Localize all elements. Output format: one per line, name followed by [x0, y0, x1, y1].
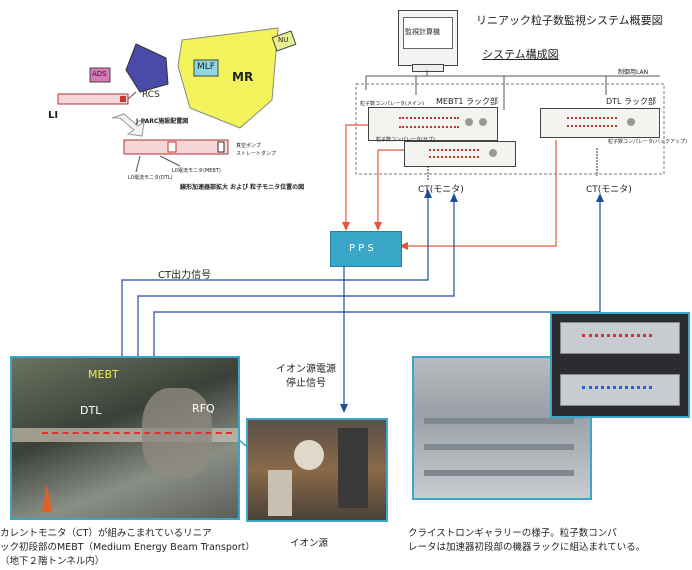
mr-label: MR	[232, 70, 254, 84]
page-title: リニアック粒子数監視システム概要図	[476, 14, 663, 27]
dtl-backup-label: 粒子数コンパレータ(バックアップ)	[608, 139, 687, 145]
mebt-sub-comparator	[404, 141, 516, 167]
detail-label-2: L0電流モニタ(MEBT)	[172, 168, 221, 174]
ct-line-1	[121, 192, 429, 368]
rcs-label: RCS	[142, 90, 160, 100]
mlf-box	[193, 59, 219, 77]
facility-map	[57, 27, 297, 173]
ion-stop-label-2: 停止信号	[286, 378, 326, 389]
nu-label: NU	[278, 36, 289, 44]
tunnel-caption-3: （地下２階トンネル内）	[0, 556, 105, 567]
pps-box: P P S	[330, 231, 402, 267]
mlf-label: MLF	[197, 62, 215, 72]
lan-label: 制御用LAN	[618, 69, 649, 76]
detail-caption: 線形加速器部拡大 および 粒子モニタ位置の図	[180, 184, 305, 191]
system-title: システム構成図	[482, 48, 559, 61]
mebt-main-label: 粒子数コンパレータ(メイン)	[360, 101, 424, 107]
dtl-photo-label: DTL	[80, 404, 102, 417]
red-line-backup	[402, 140, 557, 247]
ct-monitor-label-1: CT(モニタ)	[418, 185, 464, 195]
ct-output-label: CT出力信号	[158, 270, 212, 281]
dtl-rack-title: DTL ラック部	[606, 97, 657, 106]
dtl-backup-comparator	[540, 108, 660, 138]
map-caption: J-PARC施設配置図	[136, 118, 189, 125]
ion-source-photo	[246, 418, 388, 522]
ct-line-2	[137, 196, 455, 368]
monitor-screen	[403, 17, 453, 49]
ion-caption: イオン源	[290, 538, 329, 549]
li-label: LI	[48, 110, 59, 121]
monitor-stand	[412, 64, 444, 72]
mebt-rack-title: MEBT1 ラック部	[436, 97, 498, 106]
mebt-main-comparator	[368, 107, 498, 141]
mr-ring-shape	[177, 27, 279, 129]
detail-label-3: L0電流モニタ(DTL)	[128, 175, 173, 181]
ads-label: ADS	[92, 70, 107, 78]
beam-dashed-line	[42, 432, 232, 434]
tunnel-caption-1: カレントモニタ（CT）が組みこまれているリニア	[0, 528, 212, 539]
detail-label-0: 真空ポンプ	[236, 143, 261, 149]
rcs-ring-shape	[125, 43, 169, 93]
rfq-photo-label: RFQ	[192, 402, 215, 415]
linac-bar	[57, 93, 129, 105]
red-line-main	[345, 124, 368, 228]
zoom-arrow	[111, 113, 145, 137]
klystron-caption-2: レータは加速器初段部の機器ラックに組込まれている。	[408, 542, 646, 553]
ct-monitor-label-2: CT(モニタ)	[586, 185, 632, 195]
detail-label-1: ストレートダンプ	[236, 151, 276, 157]
monitor-pc: 監視計算機	[398, 10, 458, 66]
ct-line-3	[153, 196, 601, 368]
mebt-photo-label: MEBT	[88, 368, 119, 381]
nu-box	[271, 30, 297, 52]
monitor-pc-label: 監視計算機	[405, 28, 440, 36]
ads-box	[89, 67, 111, 83]
tunnel-photo: MEBT DTL RFQ	[10, 356, 240, 520]
rack-area-outline	[355, 83, 665, 175]
klystron-caption-1: クライストロンギャラリーの様子。粒子数コンパ	[408, 528, 617, 539]
pps-label: P P S	[349, 243, 374, 254]
ion-stop-label-1: イオン源電源	[276, 364, 336, 375]
mebt-sub-label: 粒子数コンパレータ(サブ)	[376, 137, 435, 143]
rack-closeup-photo	[550, 312, 690, 418]
tunnel-caption-2: ック初段部のMEBT（Medium Energy Beam Transport）	[0, 542, 255, 553]
red-line-sub	[377, 149, 404, 228]
